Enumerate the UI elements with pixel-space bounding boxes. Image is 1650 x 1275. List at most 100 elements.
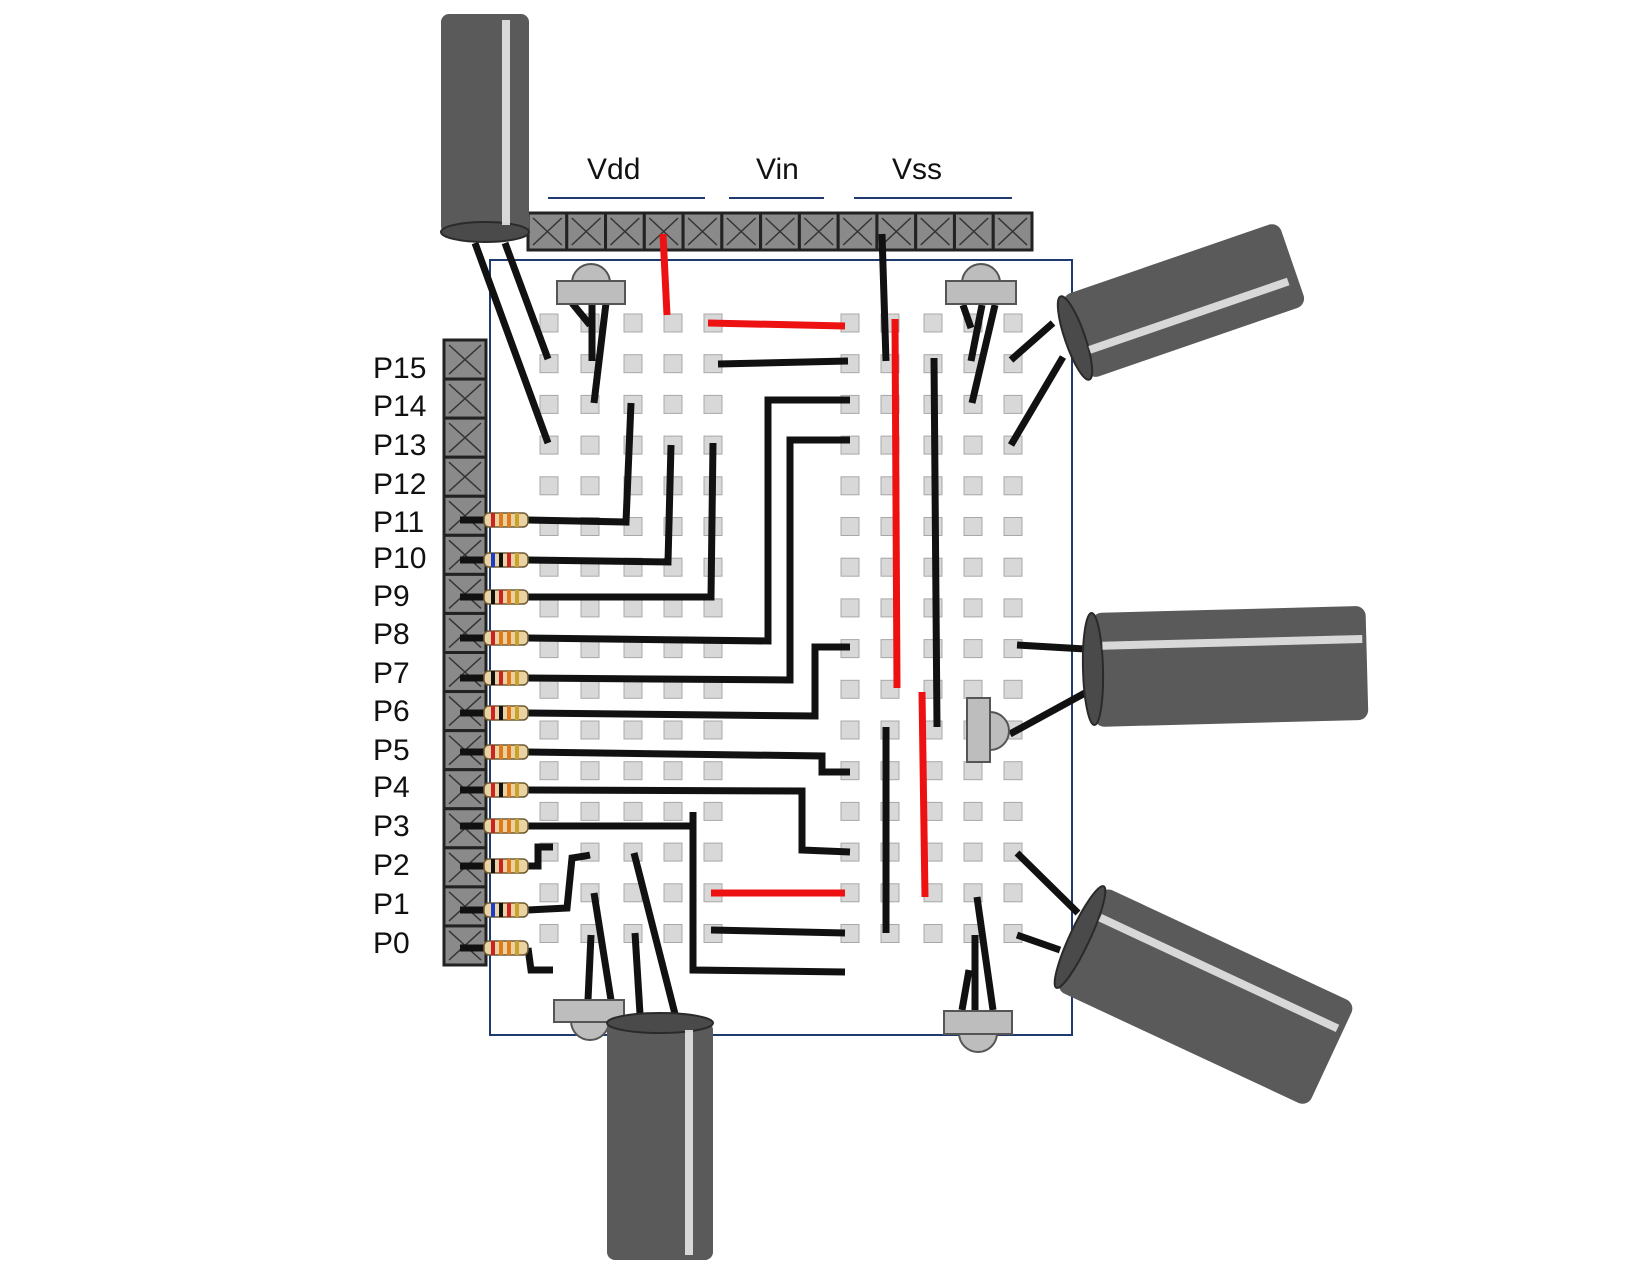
breadboard-hole bbox=[580, 598, 600, 618]
pin-label-p5: P5 bbox=[373, 734, 410, 767]
ir-tl-leg-3 bbox=[590, 302, 610, 404]
breadboard-hole bbox=[1003, 476, 1023, 496]
resistor bbox=[460, 630, 529, 646]
sensor-r-leg-2 bbox=[1008, 689, 1087, 738]
top-header-pins bbox=[526, 211, 1034, 252]
pin-label-p4: P4 bbox=[373, 771, 410, 804]
pin-label-p7: P7 bbox=[373, 657, 410, 690]
breadboard-hole bbox=[963, 557, 983, 577]
breadboard-hole bbox=[703, 761, 723, 781]
resistor bbox=[460, 670, 529, 686]
wire-p5 bbox=[527, 748, 850, 776]
wire-p6 bbox=[527, 643, 850, 720]
breadboard-hole bbox=[963, 517, 983, 536]
black-wire-bottom-1 bbox=[710, 926, 846, 937]
breadboard-hole bbox=[1003, 801, 1023, 821]
breadboard-hole bbox=[623, 313, 643, 333]
breadboard-hole bbox=[1003, 883, 1023, 903]
breadboard-hole bbox=[1003, 598, 1023, 618]
breadboard-hole bbox=[539, 720, 559, 740]
black-wire-vss-drop bbox=[878, 233, 890, 362]
pin-label-p3: P3 bbox=[373, 810, 410, 843]
red-wire-top-rail bbox=[707, 319, 846, 330]
ir-tl-leg-1 bbox=[569, 300, 593, 328]
breadboard-hole bbox=[663, 679, 683, 699]
breadboard bbox=[489, 259, 1073, 1036]
breadboard-hole bbox=[663, 313, 683, 333]
breadboard-hole bbox=[1003, 761, 1023, 781]
breadboard-hole bbox=[963, 476, 983, 496]
black-wire-vss-long bbox=[930, 357, 941, 728]
breadboard-hole bbox=[840, 801, 860, 821]
breadboard-hole bbox=[923, 924, 943, 943]
ir-tr-leg-1 bbox=[959, 303, 975, 330]
breadboard-hole bbox=[539, 598, 559, 618]
ir-transistors bbox=[553, 263, 1017, 1053]
resistor bbox=[460, 858, 529, 874]
breadboard-hole bbox=[539, 313, 559, 333]
breadboard-hole bbox=[580, 476, 600, 496]
resistor bbox=[460, 902, 529, 918]
red-wire-vdd-drop bbox=[659, 233, 671, 316]
pin-label-p11: P11 bbox=[373, 506, 424, 539]
ir-tr-leg-2 bbox=[967, 304, 986, 362]
breadboard-hole bbox=[623, 598, 643, 618]
breadboard-hole bbox=[623, 761, 643, 781]
breadboard-hole bbox=[663, 761, 683, 781]
cylinder-sensors bbox=[440, 14, 1369, 1260]
breadboard-hole bbox=[1003, 394, 1023, 414]
red-wires bbox=[659, 233, 929, 898]
breadboard-hole bbox=[963, 761, 983, 781]
ir-transistor-top-right bbox=[945, 263, 1017, 305]
sensor-tr-leg-2 bbox=[1007, 355, 1067, 447]
pin-labels: P15 P14 P13 P12 P11 P10 P9 P8 P7 P6 P5 P… bbox=[373, 352, 426, 960]
sensor-r-leg-1 bbox=[1016, 641, 1086, 653]
pin-label-p2: P2 bbox=[373, 849, 410, 882]
breadboard-hole bbox=[663, 924, 683, 943]
resistors bbox=[460, 512, 529, 956]
sensor-bottom bbox=[606, 1012, 714, 1260]
breadboard-hole bbox=[840, 720, 860, 740]
breadboard-hole bbox=[539, 801, 559, 821]
breadboard-hole bbox=[840, 679, 860, 699]
resistor bbox=[460, 512, 529, 528]
breadboard-hole bbox=[963, 679, 983, 699]
pin-label-p6: P6 bbox=[373, 695, 410, 728]
resistor bbox=[460, 744, 529, 760]
resistor bbox=[460, 818, 529, 834]
ir-transistor-bottom-left bbox=[553, 999, 625, 1041]
sensor-br-leg-1 bbox=[1014, 850, 1081, 916]
red-wire-long-vertical bbox=[891, 318, 901, 689]
pin-label-p0: P0 bbox=[373, 927, 410, 960]
breadboard-hole bbox=[963, 842, 983, 862]
wire-p11 bbox=[527, 402, 635, 526]
wire-p7 bbox=[527, 436, 850, 684]
sensor-tr-leg-1 bbox=[1008, 320, 1056, 363]
breadboard-hole bbox=[840, 598, 860, 618]
ir-br-leg-1 bbox=[973, 896, 997, 1011]
sensor-bottom-right bbox=[1053, 885, 1353, 1104]
breadboard-hole bbox=[840, 517, 860, 536]
breadboard-hole bbox=[539, 924, 559, 943]
red-wire-lower-vertical bbox=[918, 691, 929, 898]
wire-p9 bbox=[528, 442, 717, 601]
sensor-tl-leg-2 bbox=[471, 241, 552, 445]
vss-label: Vss bbox=[892, 153, 942, 186]
breadboard-hole bbox=[923, 313, 943, 333]
breadboard-hole bbox=[1003, 313, 1023, 333]
resistor bbox=[460, 940, 529, 956]
ir-tr-leg-3 bbox=[968, 304, 999, 404]
breadboard-hole bbox=[580, 801, 600, 821]
breadboard-hole bbox=[539, 394, 559, 414]
breadboard-hole bbox=[840, 557, 860, 577]
pin-label-p1: P1 bbox=[373, 888, 410, 921]
power-header-labels: Vdd Vin Vss bbox=[548, 153, 1012, 199]
breadboard-hole bbox=[703, 679, 723, 699]
breadboard-hole bbox=[1003, 557, 1023, 577]
pin-label-p9: P9 bbox=[373, 580, 410, 613]
sensor-br-leg-2 bbox=[1015, 931, 1062, 954]
breadboard-hole bbox=[963, 639, 983, 659]
breadboard-hole bbox=[623, 354, 643, 374]
breadboard-hole bbox=[580, 679, 600, 699]
